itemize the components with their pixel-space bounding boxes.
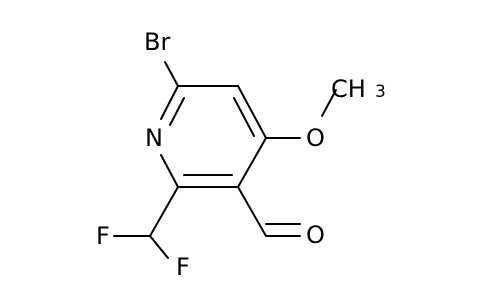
atom-bromine: Br bbox=[144, 28, 170, 56]
atom-nitrogen: N bbox=[145, 124, 163, 152]
atom-oxygen-methoxy: O bbox=[306, 124, 325, 152]
bond-chf2-f-bottom bbox=[149, 235, 169, 259]
bond-c4-c3 bbox=[237, 137, 267, 188]
atom-methyl: CH bbox=[331, 75, 366, 103]
bond-c2-chf2 bbox=[149, 186, 179, 237]
bond-c5-c4-inner bbox=[233, 97, 255, 137]
atom-fluorine-bottom: F bbox=[176, 253, 190, 281]
bond-o-ch3 bbox=[321, 89, 337, 117]
atom-oxygen-aldehyde: O bbox=[306, 221, 325, 249]
bond-n-c6 bbox=[160, 85, 179, 120]
bond-c3-cho bbox=[237, 186, 267, 237]
bond-c5-c4 bbox=[237, 85, 267, 139]
bond-n-c6-inner bbox=[169, 97, 185, 126]
atom-methyl-subscript: 3 bbox=[375, 82, 386, 102]
atom-fluorine-left: F bbox=[96, 222, 110, 250]
bond-c2-n bbox=[160, 154, 179, 188]
bond-c6-br bbox=[164, 61, 179, 87]
